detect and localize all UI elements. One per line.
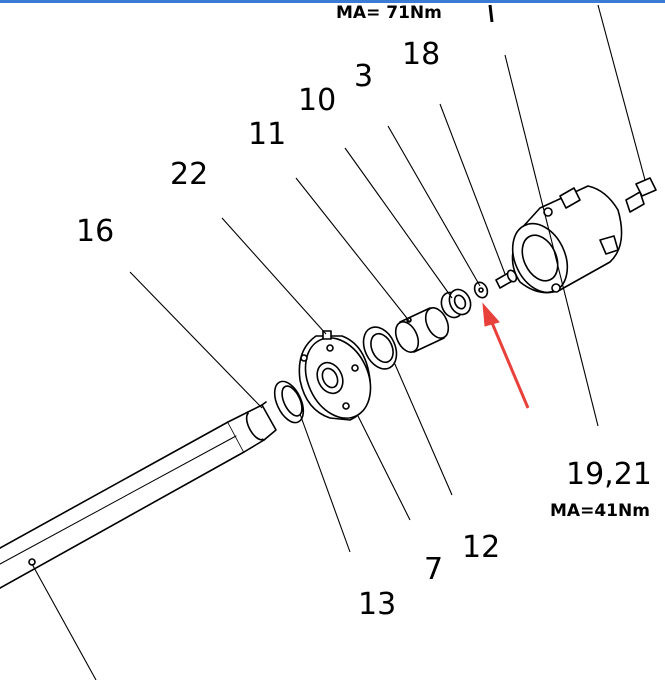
bottom-torque-label: MA=41Nm xyxy=(550,501,650,521)
part-label-18: 18 xyxy=(402,37,441,72)
part-7-flange xyxy=(298,335,372,421)
part-label-3: 3 xyxy=(354,59,374,94)
part-label-13: 13 xyxy=(358,587,397,622)
part-11-bushing xyxy=(394,307,450,353)
shaft xyxy=(0,401,277,589)
window-top-bar xyxy=(0,0,665,3)
part-label-11: 11 xyxy=(248,117,287,152)
part-10-bearing xyxy=(440,288,472,319)
part-label-19-21: 19,21 xyxy=(566,457,652,492)
housing-assembly xyxy=(511,185,645,294)
part-label-10: 10 xyxy=(298,83,337,118)
part-label-16: 16 xyxy=(76,214,115,249)
red-arrow-indicator xyxy=(482,302,530,409)
part-label-7: 7 xyxy=(424,552,444,587)
part-label-12: 12 xyxy=(462,530,501,565)
part-13-ring xyxy=(273,380,305,424)
top-right-bolt xyxy=(635,177,657,197)
top-torque-label: MA= 71Nm xyxy=(336,3,442,23)
part-12-seal xyxy=(362,326,398,370)
leader-lines xyxy=(31,4,646,680)
part-3-washer xyxy=(473,281,489,299)
part-label-22: 22 xyxy=(170,157,209,192)
part-22-nipple xyxy=(322,330,332,340)
